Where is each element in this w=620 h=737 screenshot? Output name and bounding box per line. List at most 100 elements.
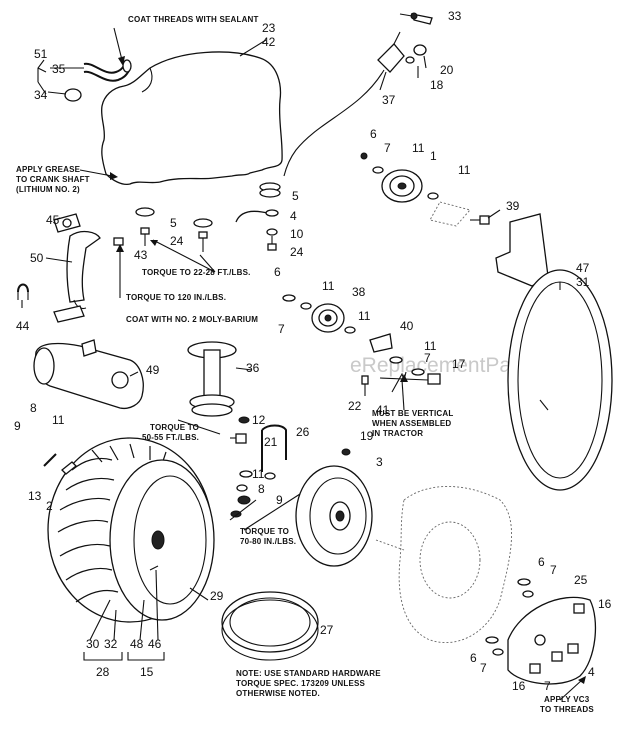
note-torque-70-1: TORQUE TO <box>240 527 289 536</box>
drive-belt <box>507 269 613 491</box>
axle-pin <box>43 453 57 467</box>
label-25: 25 <box>574 573 588 587</box>
label-34: 34 <box>34 88 48 102</box>
label-11b: 11 <box>458 163 471 177</box>
idler-pulley-upper <box>381 169 423 203</box>
label-46: 46 <box>148 637 162 651</box>
label-44: 44 <box>16 319 30 333</box>
note-vertical-2: WHEN ASSEMBLED <box>372 419 451 428</box>
label-15: 15 <box>140 665 154 679</box>
label-42: 42 <box>262 35 276 49</box>
label-31: 31 <box>576 275 590 289</box>
label-8a: 8 <box>30 401 37 415</box>
drive-pulley <box>295 465 373 567</box>
label-6b: 6 <box>274 265 281 279</box>
note-std-3: OTHERWISE NOTED. <box>236 689 320 698</box>
label-51: 51 <box>34 47 48 61</box>
label-5b: 5 <box>170 216 177 230</box>
throttle-control <box>283 12 433 177</box>
u-clamp <box>17 283 29 293</box>
label-8b: 8 <box>258 482 265 496</box>
spindle-pulley <box>187 341 237 417</box>
idler-bracket <box>495 213 549 287</box>
note-grease-3: (LITHIUM NO. 2) <box>16 185 80 194</box>
label-30: 30 <box>86 637 100 651</box>
pipe-coupler <box>83 59 132 82</box>
label-48: 48 <box>130 637 144 651</box>
label-50: 50 <box>30 251 44 265</box>
label-11f: 11 <box>52 413 65 427</box>
label-18: 18 <box>430 78 444 92</box>
label-37: 37 <box>382 93 396 107</box>
label-13: 13 <box>28 489 42 503</box>
bracket-28 <box>83 652 123 661</box>
label-4: 4 <box>290 209 297 223</box>
label-47: 47 <box>576 261 590 275</box>
label-28: 28 <box>96 665 110 679</box>
label-6d: 6 <box>470 651 477 665</box>
engine-bracket <box>235 210 275 223</box>
label-11e: 11 <box>424 339 437 353</box>
note-moly-barium: COAT WITH NO. 2 MOLY-BARIUM <box>126 315 258 324</box>
note-std-1: NOTE: USE STANDARD HARDWARE <box>236 669 381 678</box>
label-20: 20 <box>440 63 454 77</box>
label-38: 38 <box>352 285 366 299</box>
label-27: 27 <box>320 623 334 637</box>
note-vertical-3: IN TRACTOR <box>372 429 423 438</box>
label-16b: 16 <box>512 679 526 693</box>
label-7e: 7 <box>480 661 487 675</box>
bracket-51 <box>37 59 47 95</box>
note-coat-threads: COAT THREADS WITH SEALANT <box>128 15 259 24</box>
label-36: 36 <box>246 361 260 375</box>
mount-bar <box>261 424 287 472</box>
label-9a: 9 <box>14 419 21 433</box>
label-3: 3 <box>376 455 383 469</box>
label-19: 19 <box>360 429 374 443</box>
label-11a: 11 <box>412 141 425 155</box>
note-grease-1: APPLY GREASE <box>16 165 81 174</box>
bracket-15 <box>127 652 165 661</box>
note-grease-2: TO CRANK SHAFT <box>16 175 90 184</box>
idler-pulley-lower <box>311 303 345 333</box>
note-torque-50-2: 50-55 FT./LBS. <box>142 433 199 442</box>
label-7c: 7 <box>424 351 431 365</box>
label-9b: 9 <box>276 493 283 507</box>
transmission-phantom <box>375 486 512 644</box>
note-vc3-2: TO THREADS <box>540 705 594 714</box>
label-10: 10 <box>290 227 304 241</box>
label-32: 32 <box>104 637 118 651</box>
exhaust-gasket <box>53 213 81 233</box>
label-49: 49 <box>146 363 160 377</box>
label-6c: 6 <box>538 555 545 569</box>
label-17: 17 <box>452 357 466 371</box>
arrow-coat-threads <box>113 27 123 61</box>
label-12: 12 <box>252 413 266 427</box>
label-16a: 16 <box>598 597 612 611</box>
label-11c: 11 <box>322 279 335 293</box>
muffler-bracket <box>53 305 85 323</box>
label-39: 39 <box>506 199 520 213</box>
label-26: 26 <box>296 425 310 439</box>
label-11g: 11 <box>252 467 265 481</box>
pipe-cap <box>64 88 82 102</box>
note-vc3-1: APPLY VC3 <box>544 695 590 704</box>
note-torque-120: TORQUE TO 120 IN./LBS. <box>126 293 226 302</box>
label-23: 23 <box>262 21 276 35</box>
label-33: 33 <box>448 9 462 23</box>
label-7d: 7 <box>550 563 557 577</box>
label-1: 1 <box>430 149 437 163</box>
note-torque-50-1: TORQUE TO <box>150 423 199 432</box>
label-29: 29 <box>210 589 224 603</box>
label-7a: 7 <box>384 141 391 155</box>
note-vertical-1: MUST BE VERTICAL <box>372 409 453 418</box>
bolt <box>140 227 208 252</box>
label-7b: 7 <box>278 322 285 336</box>
label-5a: 5 <box>292 189 299 203</box>
label-21: 21 <box>264 435 278 449</box>
label-24a: 24 <box>170 234 184 248</box>
engine-outline <box>100 51 283 186</box>
note-torque-70-2: 70-80 IN./LBS. <box>240 537 296 546</box>
label-6a: 6 <box>370 127 377 141</box>
label-2: 2 <box>46 499 53 513</box>
